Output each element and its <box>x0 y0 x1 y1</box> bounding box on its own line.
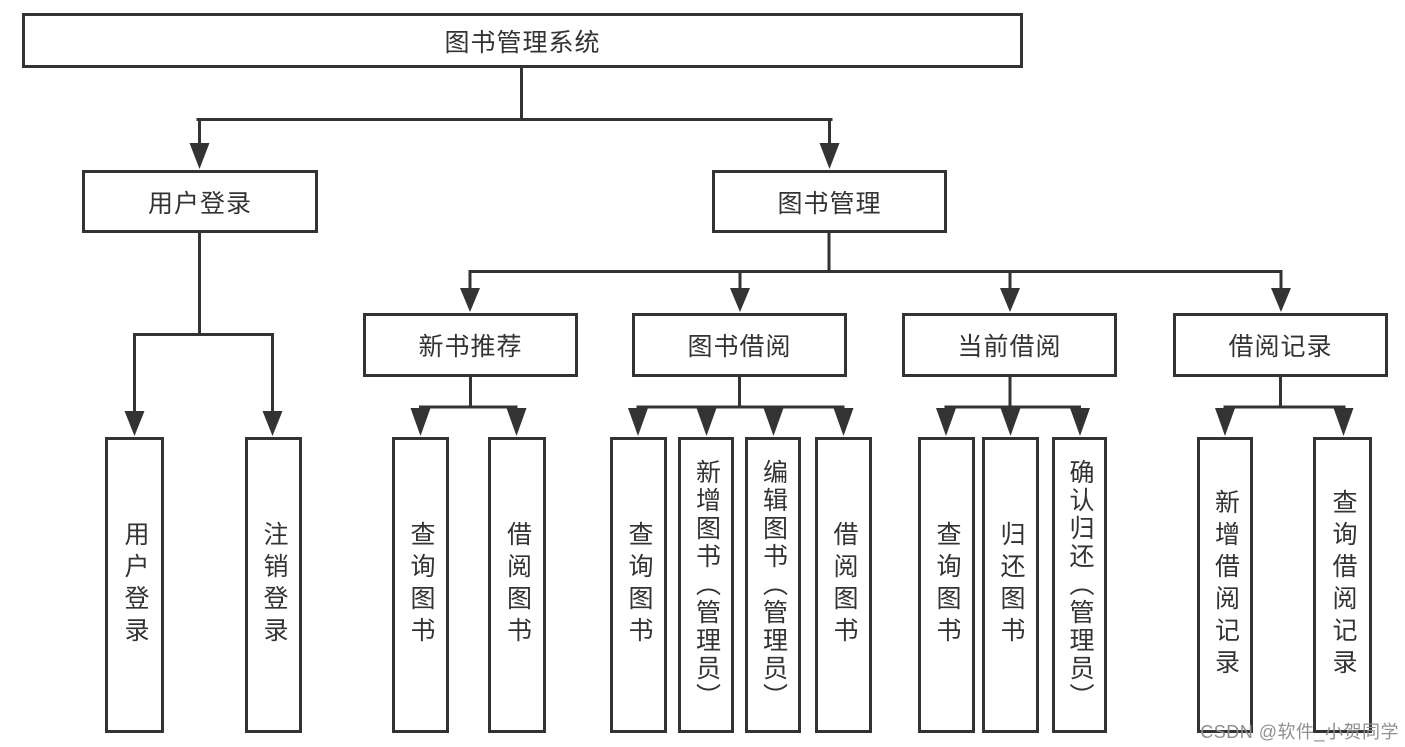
arrow-down-icon <box>819 143 840 169</box>
leaf-return-book: 归还图书 <box>982 437 1039 733</box>
node-book-borrow: 图书借阅 <box>632 313 847 377</box>
connector-line <box>636 377 845 409</box>
leaf-borrow-books: 借阅图书 <box>815 437 872 733</box>
leaf-add-borrow-record: 新增借阅记录 <box>1197 437 1253 733</box>
leaf-query-books-recommend: 查询图书 <box>392 437 449 733</box>
leaf-add-book-admin: 新增图书（管理员） <box>678 437 734 733</box>
leaf-query-books-borrow: 查询图书 <box>610 437 667 733</box>
arrow-down-icon <box>506 408 527 436</box>
node-borrow-records: 借阅记录 <box>1173 313 1388 377</box>
arrow-down-icon <box>1333 408 1354 436</box>
leaf-query-borrow-record: 查询借阅记录 <box>1313 437 1372 733</box>
node-book-management: 图书管理 <box>712 170 947 233</box>
arrow-down-icon <box>833 408 854 436</box>
arrow-down-icon <box>189 143 210 169</box>
arrow-down-icon <box>763 408 784 436</box>
node-user-login: 用户登录 <box>82 170 318 233</box>
connector-line <box>196 68 833 146</box>
leaf-confirm-return-admin: 确认归还（管理员） <box>1052 437 1107 733</box>
connector-line <box>419 377 518 409</box>
arrow-down-icon <box>1271 288 1291 312</box>
leaf-logout: 注销登录 <box>245 437 302 733</box>
arrow-down-icon <box>410 408 431 436</box>
connector-line <box>468 233 1283 290</box>
leaf-edit-book-admin: 编辑图书（管理员） <box>745 437 801 733</box>
connector-line <box>1223 377 1346 409</box>
arrow-down-icon <box>1215 408 1235 436</box>
leaf-user-login: 用户登录 <box>105 437 164 733</box>
node-current-borrow: 当前借阅 <box>902 313 1117 377</box>
leaf-query-books-current: 查询图书 <box>918 437 975 733</box>
node-new-book-recommend: 新书推荐 <box>363 313 578 377</box>
arrow-down-icon <box>730 288 750 312</box>
arrow-down-icon <box>1070 408 1090 436</box>
node-library-system: 图书管理系统 <box>22 13 1023 68</box>
csdn-watermark: CSDN @软件_小贺同学 <box>1200 722 1399 742</box>
arrow-down-icon <box>936 408 956 436</box>
leaf-borrow-books-recommend: 借阅图书 <box>488 437 546 733</box>
arrow-down-icon <box>262 411 283 436</box>
connector-line <box>944 377 1081 409</box>
arrow-down-icon <box>696 408 717 436</box>
arrow-down-icon <box>1000 288 1020 312</box>
connector-line <box>133 233 274 414</box>
arrow-down-icon <box>1000 408 1021 436</box>
arrow-down-icon <box>628 408 648 436</box>
arrow-down-icon <box>124 411 145 436</box>
arrow-down-icon <box>460 288 480 312</box>
